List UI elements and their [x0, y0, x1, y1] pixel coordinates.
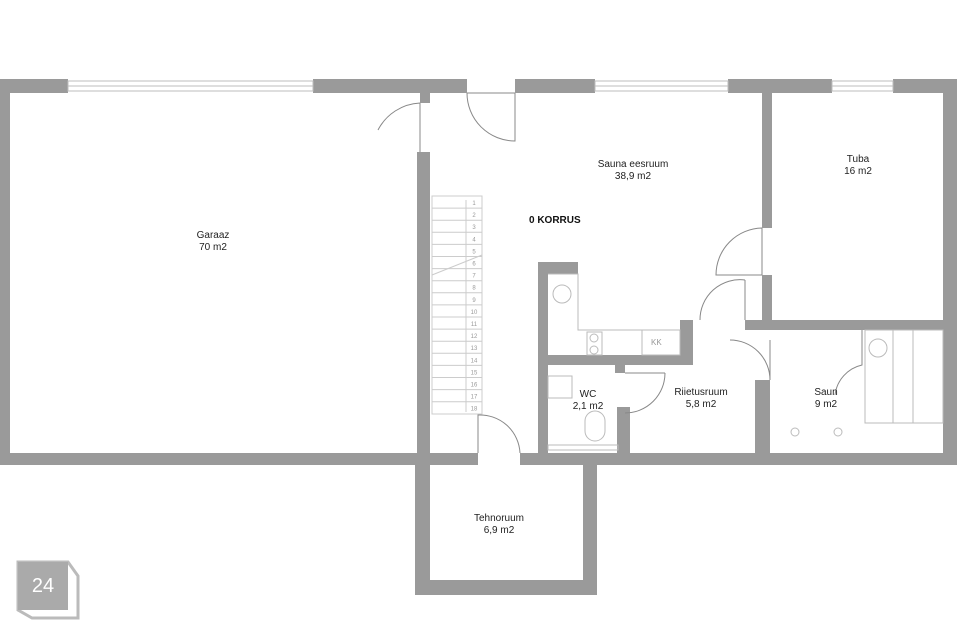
windows	[67, 80, 894, 92]
stair-step-number: 7	[472, 274, 476, 280]
doors	[377, 92, 863, 454]
stair-step-number: 13	[471, 346, 478, 352]
stair-step-number: 11	[471, 322, 478, 328]
stair-step-number: 15	[471, 370, 478, 376]
stair-step-number: 14	[471, 358, 478, 364]
stair-step-number: 4	[472, 237, 476, 243]
walls	[0, 79, 957, 595]
stair-step-number: 5	[472, 249, 476, 255]
boiler-icon	[552, 284, 572, 304]
page-badge-icon	[16, 560, 80, 620]
stair-step-number: 6	[472, 262, 476, 268]
floor-title: 0 KORRUS	[529, 215, 581, 226]
fixtures	[547, 273, 944, 451]
stair-step-number: 10	[471, 310, 478, 316]
stair-step-number: 3	[472, 225, 476, 231]
stair-step-number: 2	[472, 213, 476, 219]
stair-step-number: 16	[471, 383, 478, 389]
stair-step-number: 18	[471, 407, 478, 413]
stair-step-number: 17	[471, 395, 478, 401]
stair-step-number: 1	[472, 201, 476, 207]
stair-step-number: 12	[471, 334, 478, 340]
stair-step-number: 9	[472, 298, 476, 304]
kitchen-label: KK	[651, 338, 662, 347]
page-badge: 24	[31, 575, 55, 597]
stair-step-number: 8	[472, 286, 476, 292]
